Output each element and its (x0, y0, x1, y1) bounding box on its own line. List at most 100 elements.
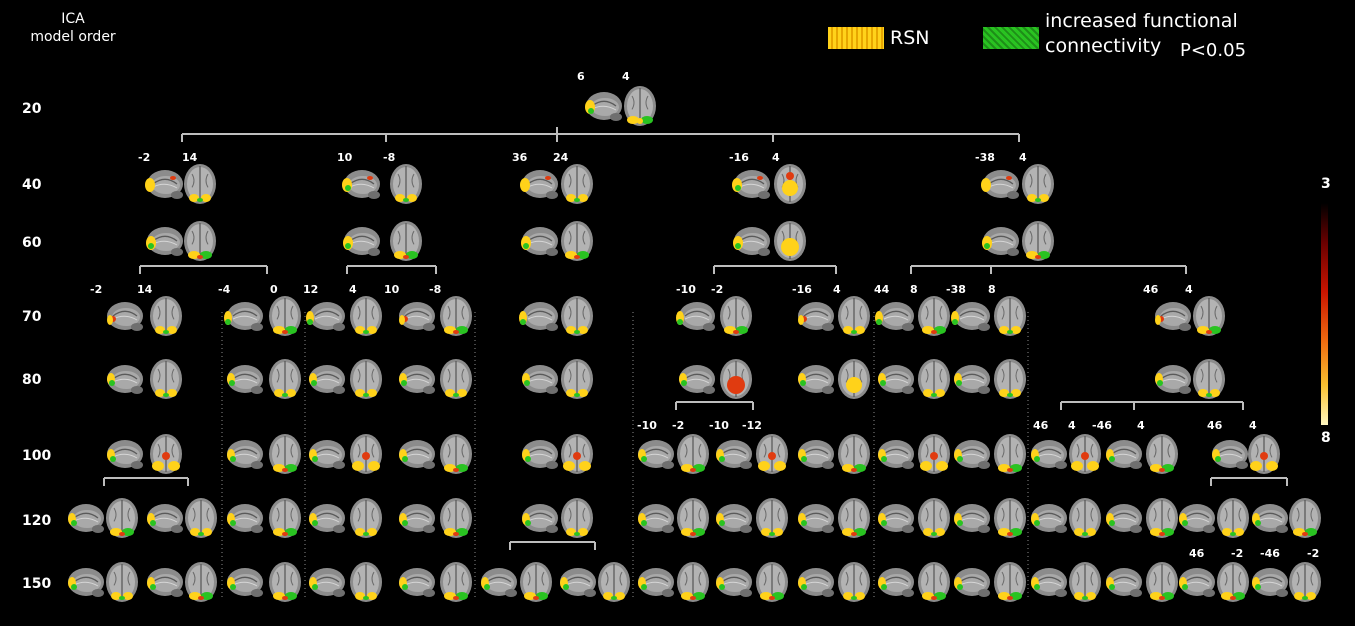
activation-blob (453, 532, 459, 536)
activation-blob (110, 456, 116, 462)
axial-sulcus (605, 571, 623, 586)
activation-blob (1159, 596, 1165, 600)
cerebellum (505, 589, 517, 597)
activation-blob (1198, 389, 1208, 397)
coord-label: 4 (1068, 419, 1076, 432)
coord-label: 8 (988, 283, 996, 296)
sagittal-slice (145, 170, 183, 199)
activation-blob (198, 532, 204, 536)
cerebellum (610, 113, 622, 121)
activation-blob (453, 596, 459, 600)
axial-slice (1217, 562, 1249, 602)
sagittal-sulcus (803, 453, 829, 459)
axial-sulcus (397, 230, 415, 245)
sagittal-sulcus (959, 315, 985, 321)
sagittal-slice (638, 504, 674, 533)
axial-slice (918, 498, 950, 538)
axial-sulcus (1153, 571, 1171, 586)
activation-blob (1081, 452, 1089, 460)
activation-blob (1074, 528, 1084, 536)
cerebellum (1130, 461, 1142, 469)
activation-blob (931, 330, 937, 334)
axial-slice (1146, 562, 1178, 602)
coord-label: 46 (1143, 283, 1159, 296)
axial-slice (440, 359, 472, 399)
activation-blob (229, 380, 235, 386)
sagittal-sulcus (152, 512, 178, 519)
sagittal-sulcus (73, 576, 99, 583)
activation-blob (274, 389, 284, 397)
axial-sulcus (1076, 571, 1094, 586)
axial-slice (269, 359, 301, 399)
axial-slice (390, 164, 422, 204)
sagittal-slice (227, 504, 263, 533)
activation-blob (566, 389, 576, 397)
activation-blob (167, 326, 177, 334)
sagittal-slice (878, 365, 914, 394)
coord-label: 46 (1189, 547, 1205, 560)
axial-slice (1069, 562, 1101, 602)
activation-blob (957, 584, 963, 590)
cerebellum (758, 248, 770, 256)
sagittal-slice (638, 440, 674, 469)
activation-blob (677, 319, 683, 325)
axial-slice (756, 562, 788, 602)
axial-slice (774, 221, 806, 261)
sagittal-slice (875, 302, 914, 331)
axial-slice (1146, 434, 1178, 474)
coord-label: 10 (384, 283, 400, 296)
sagittal-slice (1106, 568, 1142, 597)
activation-blob (201, 194, 211, 202)
activation-blob (352, 461, 364, 471)
activation-blob (155, 326, 165, 334)
activation-blob (367, 528, 377, 536)
axial-sulcus (1029, 173, 1047, 188)
axial-sulcus (568, 173, 586, 188)
activation-blob (202, 528, 212, 536)
activation-blob (719, 520, 725, 526)
activation-blob (367, 389, 377, 397)
coord-label: 0 (270, 283, 278, 296)
sagittal-slice (1031, 568, 1067, 597)
activation-blob (923, 528, 933, 536)
activation-blob (1109, 520, 1115, 526)
activation-blob (123, 592, 133, 600)
axial-sulcus (1296, 507, 1314, 522)
axial-sulcus (192, 571, 210, 586)
cerebellum (978, 461, 990, 469)
coord-label: 12 (303, 283, 319, 296)
activation-blob (368, 461, 380, 471)
cerebellum (546, 191, 558, 199)
activation-blob (197, 255, 203, 259)
sagittal-sulcus (152, 517, 178, 523)
activation-blob (735, 185, 741, 191)
cerebellum (131, 461, 143, 469)
axial-sulcus (1224, 507, 1242, 522)
activation-blob (923, 389, 933, 397)
sagittal-slice (399, 504, 435, 533)
axial-sulcus (276, 305, 294, 320)
activation-blob (453, 393, 459, 397)
model-order-label: 70 (22, 309, 42, 325)
sagittal-sulcus (232, 453, 258, 459)
coord-label: 4 (1137, 419, 1145, 432)
axial-sulcus (397, 173, 415, 188)
sagittal-slice (1106, 504, 1142, 533)
activation-blob (163, 393, 169, 397)
activation-blob (163, 330, 169, 334)
axial-sulcus (631, 95, 649, 110)
axial-slice (350, 359, 382, 399)
activation-blob (563, 584, 569, 590)
axial-sulcus (157, 368, 175, 383)
sagittal-sulcus (684, 373, 710, 380)
cerebellum (1236, 461, 1248, 469)
sagittal-sulcus (803, 448, 829, 455)
sagittal-slice (522, 365, 558, 394)
axial-slice (838, 359, 870, 399)
sagittal-sulcus (1111, 512, 1137, 519)
sagittal-sulcus (883, 315, 909, 321)
axial-sulcus (1076, 507, 1094, 522)
activation-blob (312, 584, 318, 590)
activation-blob (457, 389, 467, 397)
sagittal-sulcus (1111, 517, 1137, 523)
